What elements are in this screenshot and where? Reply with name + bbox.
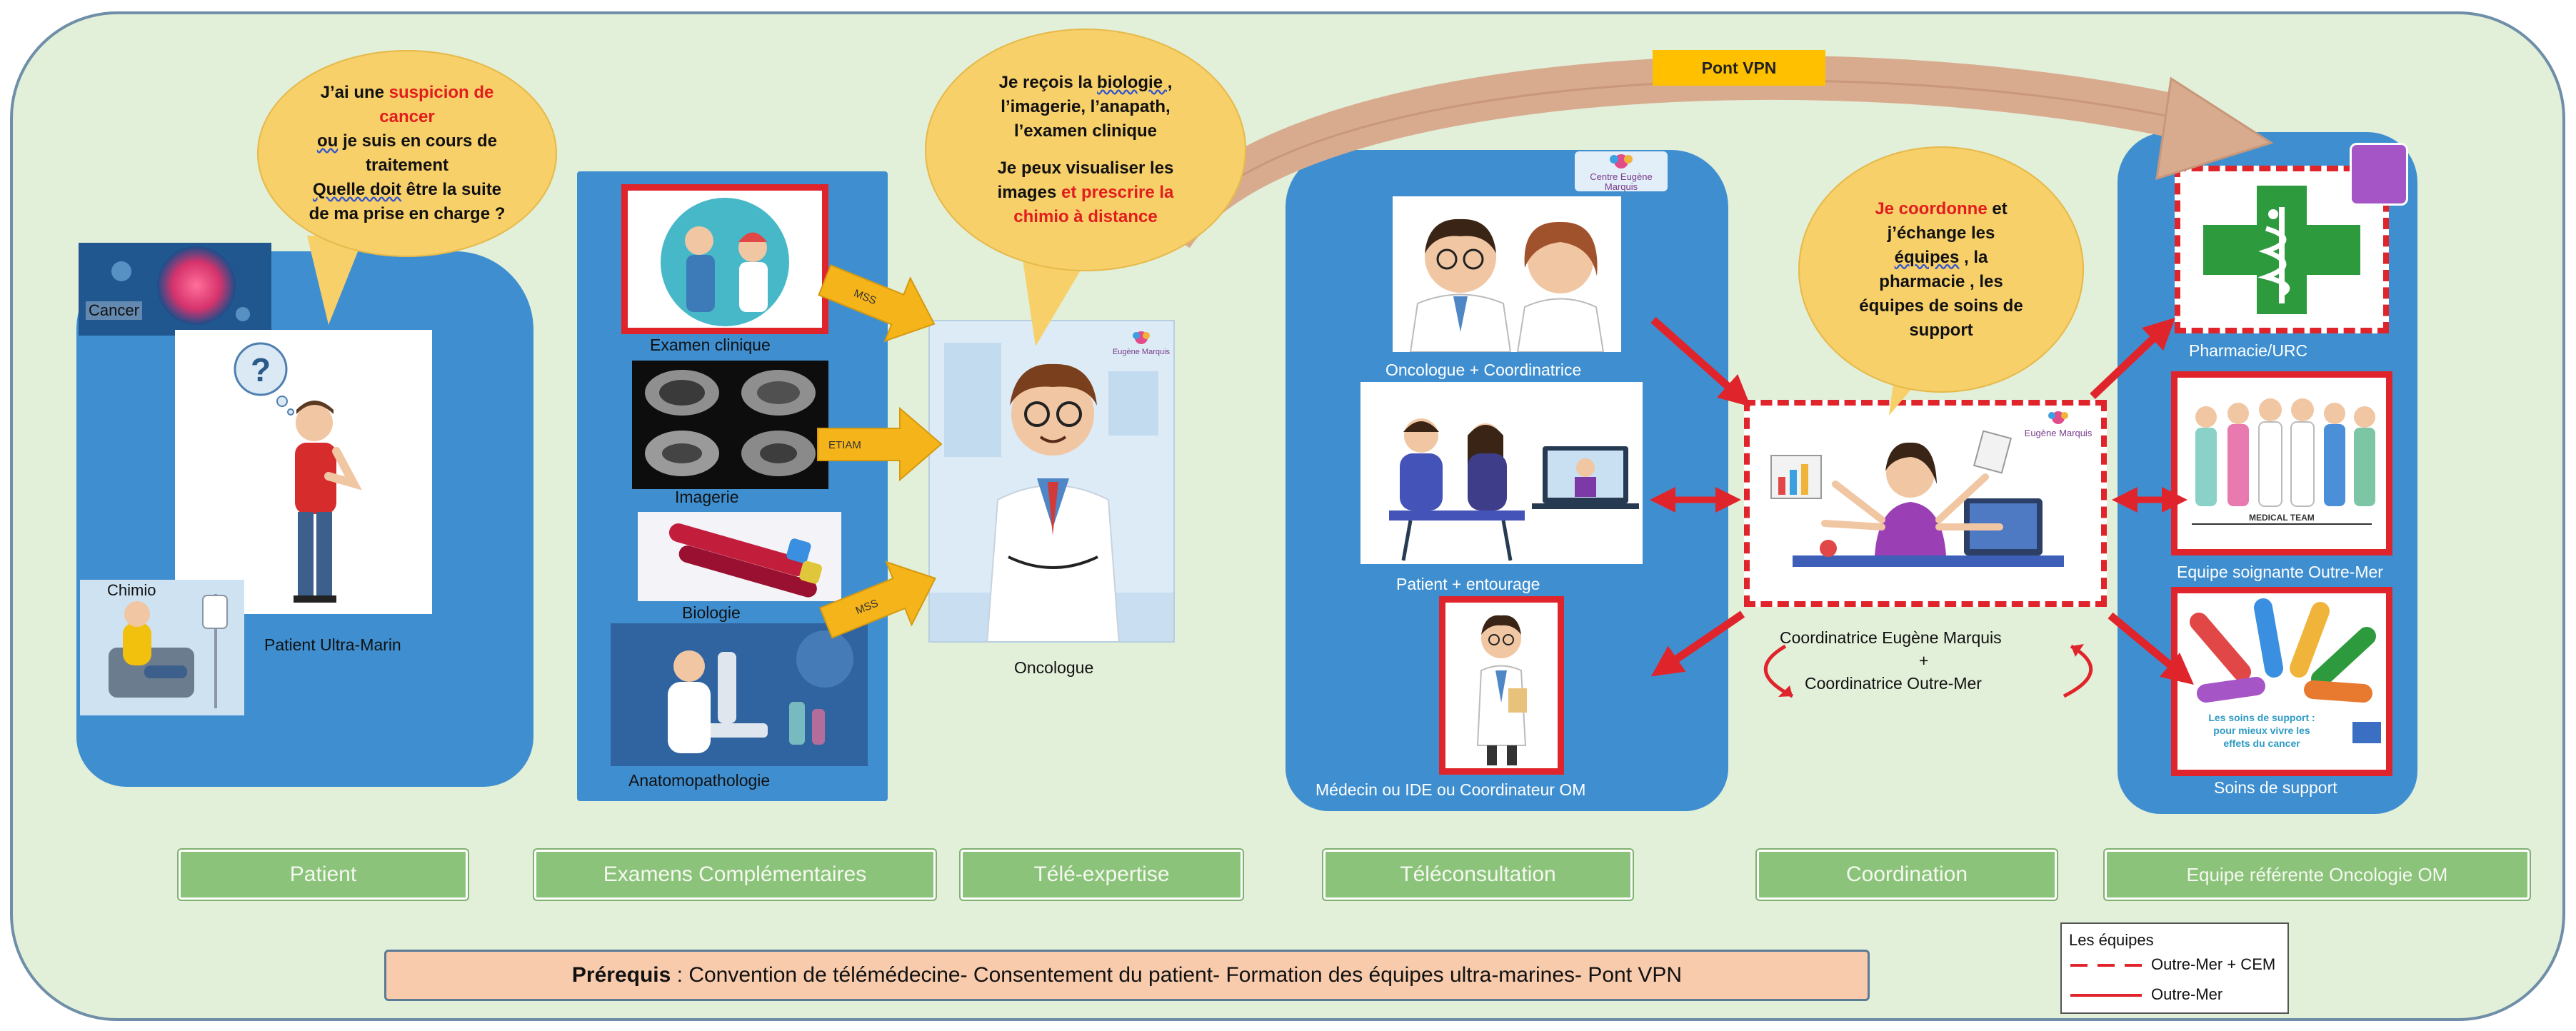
medical-team-caption: MEDICAL TEAM <box>2249 513 2315 523</box>
oncologue-speech-bubble: Je reçois la biologie , l’imagerie, l’an… <box>925 29 1246 271</box>
flower-logo-icon <box>1133 331 1150 344</box>
oncologue-logo: Eugène Marquis <box>1112 330 1171 356</box>
category-tele-expertise: Télé-expertise <box>961 850 1243 900</box>
equipe-soignante-image: MEDICAL TEAM <box>2171 371 2392 555</box>
oncologue-coordinatrice-image <box>1393 196 1621 352</box>
prerequisites-box: Prérequis : Convention de télémédecine- … <box>384 950 1870 1001</box>
equipe-soignante-label: Equipe soignante Outre-Mer <box>2177 563 2383 581</box>
pharmacie-label: Pharmacie/URC <box>2189 341 2308 360</box>
transfer-arrows: MSS ETIAM MSS <box>817 264 943 639</box>
coordinatrice-image: Eugène Marquis <box>1744 400 2107 607</box>
examen-clinique-image <box>621 184 828 334</box>
oncologue-illustration: Eugène Marquis <box>928 320 1175 643</box>
soins-support-label: Soins de support <box>2214 778 2337 797</box>
anatomopathologie-label: Anatomopathologie <box>628 771 771 790</box>
cancer-image: Cancer <box>79 243 271 336</box>
medecin-ide-image <box>1439 596 1564 775</box>
biologie-label: Biologie <box>682 603 741 622</box>
medecin-ide-label: Médecin ou IDE ou Coordinateur OM <box>1315 780 1586 799</box>
patient-entourage-label: Patient + entourage <box>1396 575 1540 593</box>
tele-panel-logo: Centre Eugène Marquis <box>1575 151 1668 192</box>
patient-entourage-image <box>1360 382 1643 564</box>
flower-logo-icon <box>2048 411 2068 424</box>
svg-text:?: ? <box>251 351 271 388</box>
etiam-arrow-label: ETIAM <box>828 439 861 451</box>
oncologue-label: Oncologue <box>1014 658 1094 677</box>
patient-speech-bubble: J’ai une suspicion de cancer ou je suis … <box>257 50 557 257</box>
prerequisites-text: : Convention de télémédecine- Consenteme… <box>671 963 1683 987</box>
imagerie-image <box>632 361 828 489</box>
prerequisites-title: Prérequis <box>571 963 671 987</box>
soins-support-caption: Les soins de support : pour mieux vivre … <box>2208 712 2315 749</box>
category-examens-complementaires: Examens Complémentaires <box>534 850 936 900</box>
chimio-image: Chimio <box>80 580 244 715</box>
pont-vpn-label: Pont VPN <box>1653 50 1825 86</box>
legend-solid-line-icon <box>2070 994 2142 997</box>
category-coordination: Coordination <box>1757 850 2057 900</box>
anatomopathologie-image <box>611 623 868 766</box>
legend-dashed-line-icon <box>2070 964 2142 967</box>
legend-item-outre-mer-cem: Outre-Mer + CEM <box>2151 955 2276 973</box>
flower-logo-icon <box>1610 154 1633 169</box>
coordination-exchange-arrows <box>1764 644 2093 698</box>
cancer-label: Cancer <box>86 301 142 320</box>
legend-box: Les équipes Outre-Mer + CEM Outre-Mer <box>2060 922 2289 1014</box>
coordinatrice-em-label: Coordinatrice Eugène Marquis <box>1780 628 2002 647</box>
chimio-label: Chimio <box>107 581 156 599</box>
patient-bubble-tail <box>307 236 364 325</box>
patient-ultra-marin-label: Patient Ultra-Marin <box>264 635 401 654</box>
patient-illustration: ? <box>175 330 432 614</box>
legend-item-outre-mer: Outre-Mer <box>2151 985 2223 1003</box>
category-patient: Patient <box>179 850 468 900</box>
coordinatrice-om-label: Coordinatrice Outre-Mer <box>1805 674 1982 693</box>
soins-support-image: Les soins de support : pour mieux vivre … <box>2171 587 2392 776</box>
oncologue-coordinatrice-label: Oncologue + Coordinatrice <box>1385 361 1582 379</box>
coordinatrice-plus-label: + <box>1919 651 1929 670</box>
puzzle-logo-icon <box>2350 143 2408 206</box>
category-equipe-referente: Equipe référente Oncologie OM <box>2105 850 2530 900</box>
imagerie-label: Imagerie <box>675 488 739 506</box>
oncologue-bubble-tail <box>1021 250 1093 346</box>
coordinatrice-logo: Eugène Marquis <box>2023 410 2094 438</box>
coordination-speech-bubble: Je coordonne et j’échange les équipes , … <box>1798 146 2084 393</box>
category-teleconsultation: Téléconsultation <box>1323 850 1633 900</box>
legend-title: Les équipes <box>2069 931 2154 949</box>
examen-clinique-label: Examen clinique <box>650 336 771 354</box>
biologie-image <box>638 512 841 601</box>
